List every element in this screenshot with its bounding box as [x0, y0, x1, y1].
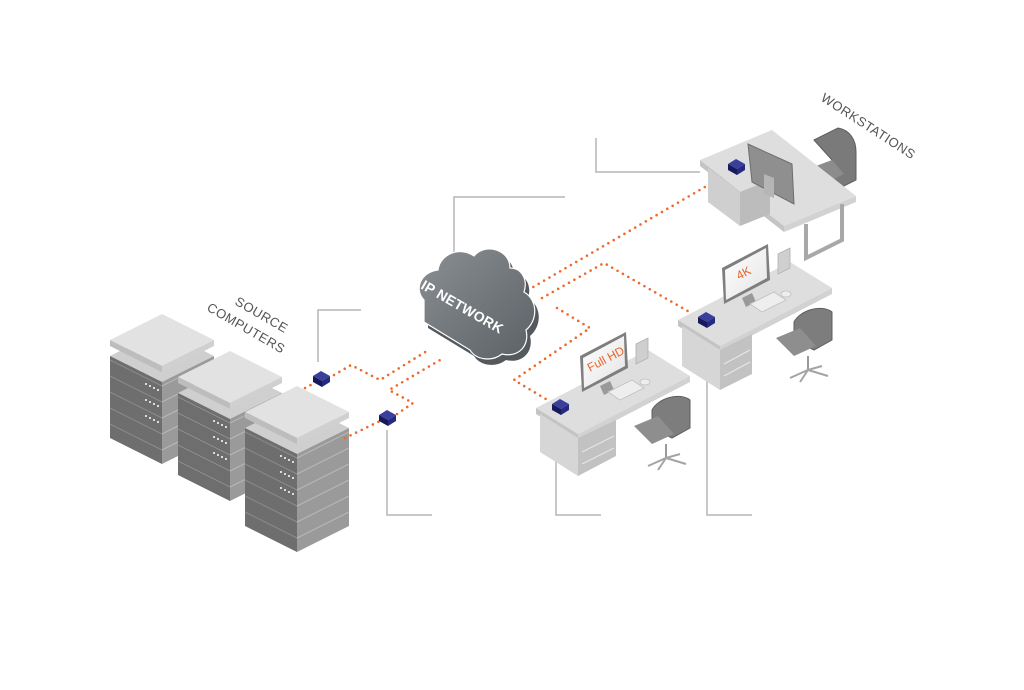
server-stack-1 — [109, 314, 215, 465]
server-stack-2 — [177, 351, 283, 502]
monitor-icon — [747, 143, 795, 205]
ip-network-cloud: IP NETWORK — [418, 248, 539, 365]
lead-line-source — [317, 309, 361, 362]
link-server3-to-transmitter-2 — [343, 418, 384, 440]
workstation-fullhd: Full HD — [536, 332, 691, 476]
link-transmitter-2-to-cloud — [386, 358, 442, 416]
server-stack-3 — [244, 386, 350, 553]
mouse-icon — [780, 290, 792, 298]
mouse-icon-2 — [639, 378, 651, 386]
link-cloud-to-4k-desk — [540, 261, 702, 320]
workstation-4k: 4K — [678, 244, 833, 390]
transmitter-2 — [379, 410, 396, 426]
chair-fullhd — [634, 395, 691, 471]
transmitter-1 — [313, 371, 330, 387]
lead-line-workstations — [595, 138, 700, 173]
lead-line-network — [453, 196, 565, 252]
link-cloud-to-fullhd-desk — [511, 306, 593, 407]
lead-line-4k-receiver — [706, 328, 752, 516]
keyboard-icon — [749, 291, 787, 313]
network-links — [303, 168, 736, 440]
lead-line-transmitter-2 — [386, 430, 432, 516]
link-transmitter-1-to-cloud — [332, 347, 432, 382]
keyboard-icon-2 — [607, 379, 645, 401]
workstation-top — [700, 127, 857, 262]
chair-4k — [776, 307, 833, 383]
source-computers — [109, 314, 350, 553]
link-cloud-to-top-desk — [526, 168, 736, 292]
cloud-icon — [418, 248, 536, 360]
screen-label-4k: 4K — [734, 263, 754, 282]
